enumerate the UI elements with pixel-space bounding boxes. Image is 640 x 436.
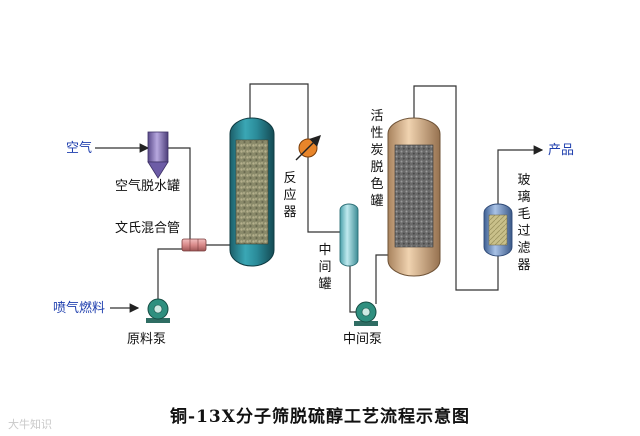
carbon-decolor-tank <box>387 117 441 277</box>
intermediate-tank-label: 中间罐 <box>318 243 332 292</box>
reactor-label: 反应器 <box>283 171 297 220</box>
pump-to-decolor-line <box>375 254 388 304</box>
intermediate-pump-icon <box>354 301 378 326</box>
jet-fuel-label: 喷气燃料 <box>53 301 106 316</box>
venturi-mixer <box>181 238 207 252</box>
reactor <box>229 117 275 267</box>
raw-pump-icon <box>146 298 170 323</box>
diagram-caption: 铜-13X分子筛脱硫醇工艺流程示意图 <box>170 407 470 427</box>
intermediate-pump-label: 中间泵 <box>343 332 383 347</box>
reactor-to-tank-line <box>249 83 340 233</box>
carbon-decolor-tank-label: 活性炭脱色罐 <box>370 109 384 209</box>
heat-exchanger-icon <box>295 135 321 161</box>
glass-wool-filter <box>483 203 513 257</box>
intermediate-tank <box>339 203 359 267</box>
glass-wool-filter-label: 玻璃毛过滤器 <box>517 173 531 273</box>
tank-to-pump-line <box>349 266 358 313</box>
air-to-mixer-line <box>168 147 191 240</box>
raw-pump-label: 原料泵 <box>127 332 167 347</box>
process-lines <box>95 83 544 313</box>
venturi-mixer-label: 文氏混合管 <box>115 221 181 236</box>
product-line <box>497 145 544 204</box>
air-dehydrator <box>147 131 169 179</box>
pump-to-mixer-line <box>157 248 182 300</box>
air-label: 空气 <box>66 141 93 156</box>
decolor-to-filter-line <box>413 85 499 291</box>
watermark: 大牛知识 <box>8 418 52 431</box>
product-label: 产品 <box>548 143 575 158</box>
air-dehydrator-label: 空气脱水罐 <box>115 179 181 194</box>
